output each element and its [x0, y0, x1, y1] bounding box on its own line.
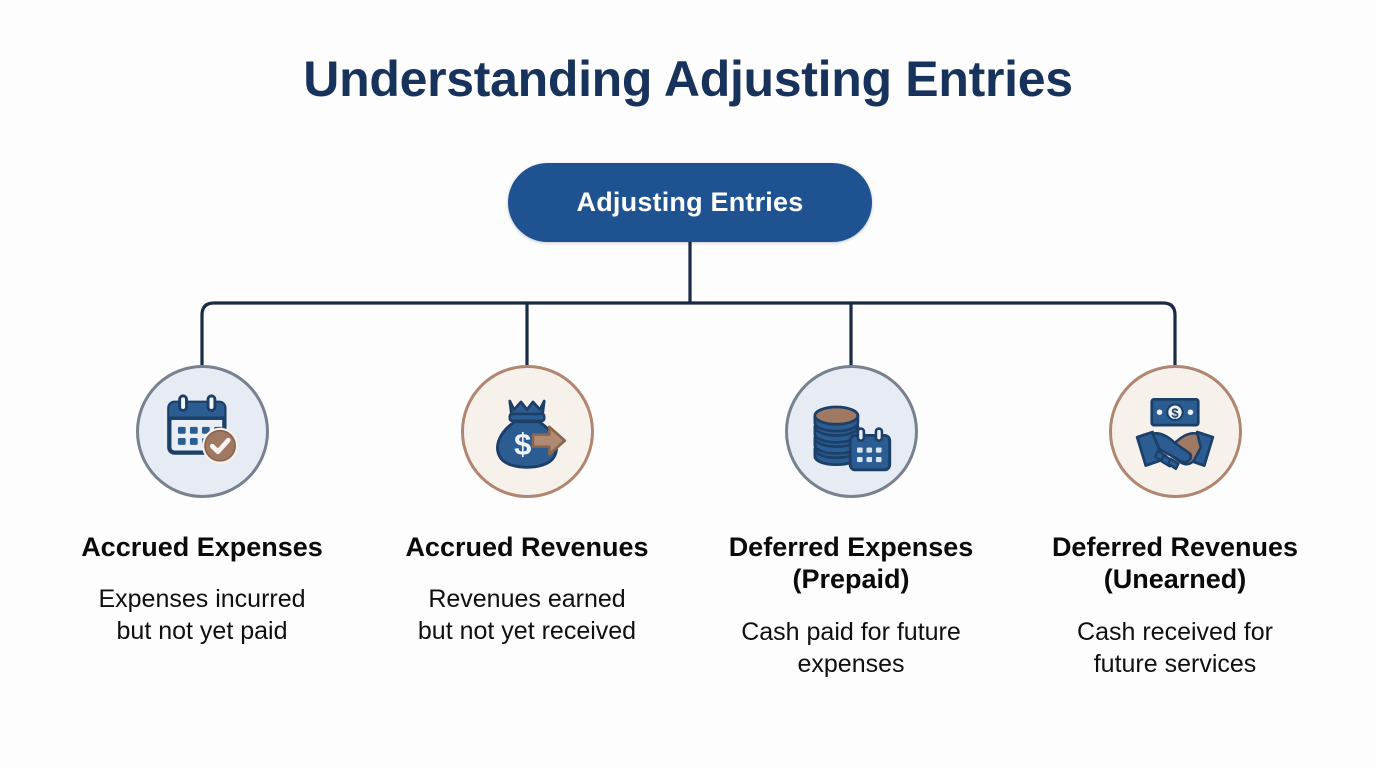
branch-desc-line1: Expenses incurred: [98, 584, 306, 613]
branch-title: Accrued Expenses: [42, 532, 362, 564]
page-title: Understanding Adjusting Entries: [303, 51, 1073, 107]
branch-desc-line1: Cash received for: [1077, 617, 1273, 646]
branch-description: Expenses incurred but not yet paid: [52, 583, 352, 648]
branch-description: Revenues earned but not yet received: [377, 583, 677, 648]
branch-desc-line2: but not yet received: [417, 617, 637, 646]
svg-text:$: $: [514, 426, 531, 461]
branch-title-line1: Accrued Revenues: [405, 532, 649, 562]
money-bag-arrow-icon: $: [484, 389, 570, 475]
branch-desc-line2: expenses: [797, 650, 905, 679]
root-node-adjusting-entries[interactable]: Adjusting Entries: [508, 163, 872, 242]
branch-icon-circle: $: [460, 365, 594, 498]
coins-calendar-icon: [808, 389, 894, 475]
branch-desc-line1: Revenues earned: [428, 584, 626, 613]
branch-icon-circle: [135, 365, 269, 498]
branch-title: Accrued Revenues: [367, 532, 687, 564]
branch-deferred-revenues[interactable]: $: [1015, 365, 1335, 681]
branch-description: Cash paid for future expenses: [701, 616, 1001, 681]
branch-icon-circle: [784, 365, 918, 498]
handshake-money-icon: $: [1132, 389, 1218, 475]
branch-accrued-revenues[interactable]: $ Accrued Revenues Revenues earned but n…: [367, 365, 687, 648]
connector-bus: [200, 301, 1177, 370]
branch-desc-line2: but not yet paid: [116, 617, 288, 646]
calendar-check-icon: [159, 389, 245, 475]
branch-title-line1: Deferred Revenues: [1051, 532, 1299, 562]
branch-deferred-expenses[interactable]: Deferred Expenses (Prepaid) Cash paid fo…: [691, 365, 1011, 681]
branch-title-line1: Accrued Expenses: [81, 532, 323, 562]
branch-description: Cash received for future services: [1025, 616, 1325, 681]
branch-title-line1: Deferred Expenses: [728, 532, 974, 562]
svg-text:$: $: [1171, 405, 1178, 420]
root-node-label: Adjusting Entries: [576, 187, 804, 217]
branch-accrued-expenses[interactable]: Accrued Expenses Expenses incurred but n…: [42, 365, 362, 648]
branch-desc-line2: future services: [1093, 650, 1257, 679]
branch-title: Deferred Expenses (Prepaid): [691, 532, 1011, 596]
branch-icon-circle: $: [1108, 365, 1242, 498]
branch-title-line2: (Unearned): [1103, 563, 1247, 594]
branch-desc-line1: Cash paid for future: [741, 617, 961, 646]
branch-title: Deferred Revenues (Unearned): [1015, 532, 1335, 596]
branch-title-line2: (Prepaid): [792, 563, 910, 594]
